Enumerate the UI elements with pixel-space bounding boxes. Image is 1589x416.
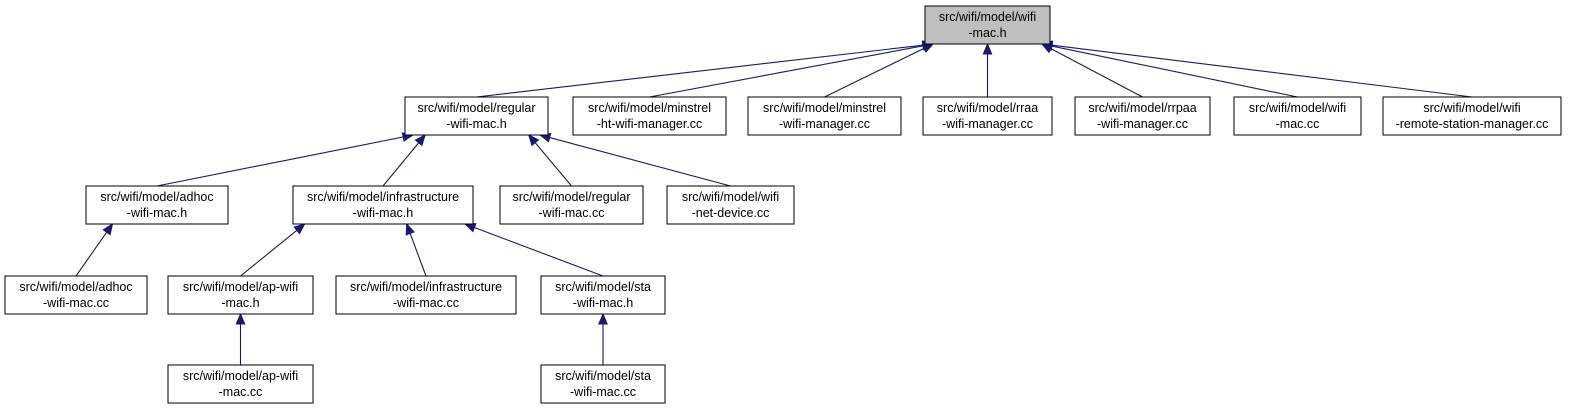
arrowhead-icon	[293, 223, 306, 235]
edge-line	[75, 231, 108, 277]
node-label-line2: -net-device.cc	[692, 206, 770, 220]
node-wifi-mac-h[interactable]: src/wifi/model/wifi -mac.h	[924, 5, 1051, 45]
edge-rraa_wifi_manager_cc-to-wifi_mac_h	[982, 42, 993, 97]
node-label-line1: src/wifi/model/rraa	[937, 101, 1038, 115]
node-adhoc-wifi-mac-h[interactable]: src/wifi/model/adhoc -wifi-mac.h	[85, 185, 229, 225]
edge-sta_wifi_mac_h-to-infrastructure_wifi_mac_h	[463, 223, 604, 277]
node-label-line1: src/wifi/model/wifi	[1423, 101, 1520, 115]
edge-line	[549, 137, 731, 187]
node-regular-wifi-mac-h[interactable]: src/wifi/model/regular -wifi-mac.h	[404, 96, 549, 136]
edge-line	[824, 47, 925, 98]
edge-line	[156, 136, 404, 187]
node-label-line1: src/wifi/model/regular	[512, 190, 630, 204]
node-rraa-wifi-manager-cc[interactable]: src/wifi/model/rraa -wifi-manager.cc	[922, 96, 1053, 136]
arrowhead-icon	[527, 134, 540, 147]
edge-line	[1051, 45, 1298, 98]
node-minstrel-ht-wifi-manager-cc[interactable]: src/wifi/model/minstrel -ht-wifi-manager…	[572, 96, 727, 136]
arrowhead-icon	[102, 222, 114, 236]
edge-wifi_net_device_cc-to-regular_wifi_mac_h	[538, 132, 731, 187]
node-minstrel-wifi-manager-cc[interactable]: src/wifi/model/minstrel -wifi-manager.cc	[747, 96, 902, 136]
node-label-line1: src/wifi/model/rrpaa	[1088, 101, 1196, 115]
node-label-line2: -mac.h	[221, 296, 259, 310]
graph-edges	[75, 40, 1473, 365]
node-label-line2: -wifi-mac.cc	[393, 296, 459, 310]
node-regular-wifi-mac-cc[interactable]: src/wifi/model/regular -wifi-mac.cc	[499, 185, 644, 225]
edge-line	[1050, 48, 1143, 98]
node-sta-wifi-mac-h[interactable]: src/wifi/model/sta -wifi-mac.h	[540, 275, 666, 315]
node-wifi-remote-station-manager-cc[interactable]: src/wifi/model/wifi -remote-station-mana…	[1382, 96, 1562, 136]
edge-line	[476, 44, 924, 98]
node-label-line1: src/wifi/model/adhoc	[19, 280, 132, 294]
edge-line	[240, 229, 298, 277]
node-label-line2: -mac.h	[968, 26, 1006, 40]
node-label-line1: src/wifi/model/wifi	[682, 190, 779, 204]
node-infrastructure-wifi-mac-h[interactable]: src/wifi/model/infrastructure -wifi-mac.…	[292, 185, 474, 225]
node-label-line2: -wifi-manager.cc	[942, 117, 1033, 131]
node-label-line2: -wifi-mac.h	[353, 206, 413, 220]
node-label-line2: -remote-station-manager.cc	[1396, 117, 1549, 131]
node-label-line1: src/wifi/model/ap-wifi	[183, 369, 298, 383]
edge-regular_wifi_mac_cc-to-regular_wifi_mac_h	[527, 134, 572, 187]
edge-ap_wifi_mac_h-to-infrastructure_wifi_mac_h	[240, 223, 306, 277]
node-ap-wifi-mac-h[interactable]: src/wifi/model/ap-wifi -mac.h	[167, 275, 314, 315]
arrowhead-icon	[598, 312, 608, 325]
node-wifi-net-device-cc[interactable]: src/wifi/model/wifi -net-device.cc	[666, 185, 795, 225]
edge-sta_wifi_mac_cc-to-sta_wifi_mac_h	[598, 312, 608, 365]
edge-minstrel_wifi_manager_cc-to-wifi_mac_h	[824, 43, 935, 98]
edge-infrastructure_wifi_mac_h-to-regular_wifi_mac_h	[382, 134, 426, 187]
edge-regular_wifi_mac_h-to-wifi_mac_h	[476, 40, 935, 98]
edge-line	[1051, 44, 1473, 98]
edge-infrastructure_wifi_mac_cc-to-infrastructure_wifi_mac_h	[405, 222, 427, 277]
node-label-line1: src/wifi/model/minstrel	[763, 101, 886, 115]
node-label-line2: -wifi-mac.cc	[43, 296, 109, 310]
edge-line	[534, 142, 572, 187]
node-label-line1: src/wifi/model/sta	[555, 369, 651, 383]
node-label-line2: -wifi-mac.cc	[570, 385, 636, 399]
arrowhead-icon	[982, 42, 993, 55]
edge-minstrel_ht_wifi_manager_cc-to-wifi_mac_h	[649, 41, 935, 98]
node-label-line1: src/wifi/model/ap-wifi	[183, 280, 298, 294]
node-adhoc-wifi-mac-cc[interactable]: src/wifi/model/adhoc -wifi-mac.cc	[4, 275, 148, 315]
edge-line	[382, 142, 420, 187]
edge-line	[649, 45, 924, 98]
node-label-line2: -mac.cc	[1276, 117, 1320, 131]
node-label-line1: src/wifi/model/adhoc	[100, 190, 213, 204]
node-label-line1: src/wifi/model/regular	[417, 101, 535, 115]
arrowhead-icon	[414, 134, 426, 147]
edge-line	[474, 227, 604, 277]
node-label-line2: -mac.cc	[219, 385, 263, 399]
arrowhead-icon	[405, 222, 415, 236]
arrowhead-icon	[235, 312, 246, 325]
node-label-line1: src/wifi/model/sta	[555, 280, 651, 294]
edge-ap_wifi_mac_cc-to-ap_wifi_mac_h	[235, 312, 246, 365]
node-rrpaa-wifi-manager-cc[interactable]: src/wifi/model/rrpaa -wifi-manager.cc	[1074, 96, 1211, 136]
edge-wifi_mac_cc-to-wifi_mac_h	[1040, 41, 1298, 98]
node-label-line2: -wifi-mac.h	[446, 117, 506, 131]
node-label-line1: src/wifi/model/infrastructure	[350, 280, 502, 294]
node-label-line1: src/wifi/model/infrastructure	[307, 190, 459, 204]
node-sta-wifi-mac-cc[interactable]: src/wifi/model/sta -wifi-mac.cc	[540, 364, 666, 404]
node-label-line2: -wifi-manager.cc	[779, 117, 870, 131]
arrowhead-icon	[921, 43, 935, 54]
node-label-line1: src/wifi/model/minstrel	[588, 101, 711, 115]
node-wifi-mac-cc[interactable]: src/wifi/model/wifi -mac.cc	[1233, 96, 1362, 136]
node-label-line2: -wifi-manager.cc	[1097, 117, 1188, 131]
node-label-line1: src/wifi/model/wifi	[1249, 101, 1346, 115]
node-label-line2: -wifi-mac.h	[127, 206, 187, 220]
node-label-line2: -ht-wifi-manager.cc	[597, 117, 703, 131]
edge-adhoc_wifi_mac_h-to-regular_wifi_mac_h	[156, 132, 415, 187]
node-label-line1: src/wifi/model/wifi	[939, 10, 1036, 24]
node-ap-wifi-mac-cc[interactable]: src/wifi/model/ap-wifi -mac.cc	[167, 364, 314, 404]
edge-rrpaa_wifi_manager_cc-to-wifi_mac_h	[1040, 43, 1143, 98]
node-label-line2: -wifi-mac.h	[573, 296, 633, 310]
arrowhead-icon	[463, 223, 477, 233]
node-label-line2: -wifi-mac.cc	[539, 206, 605, 220]
node-infrastructure-wifi-mac-cc[interactable]: src/wifi/model/infrastructure -wifi-mac.…	[335, 275, 517, 315]
edge-line	[409, 233, 427, 277]
edge-adhoc_wifi_mac_cc-to-adhoc_wifi_mac_h	[75, 222, 114, 277]
